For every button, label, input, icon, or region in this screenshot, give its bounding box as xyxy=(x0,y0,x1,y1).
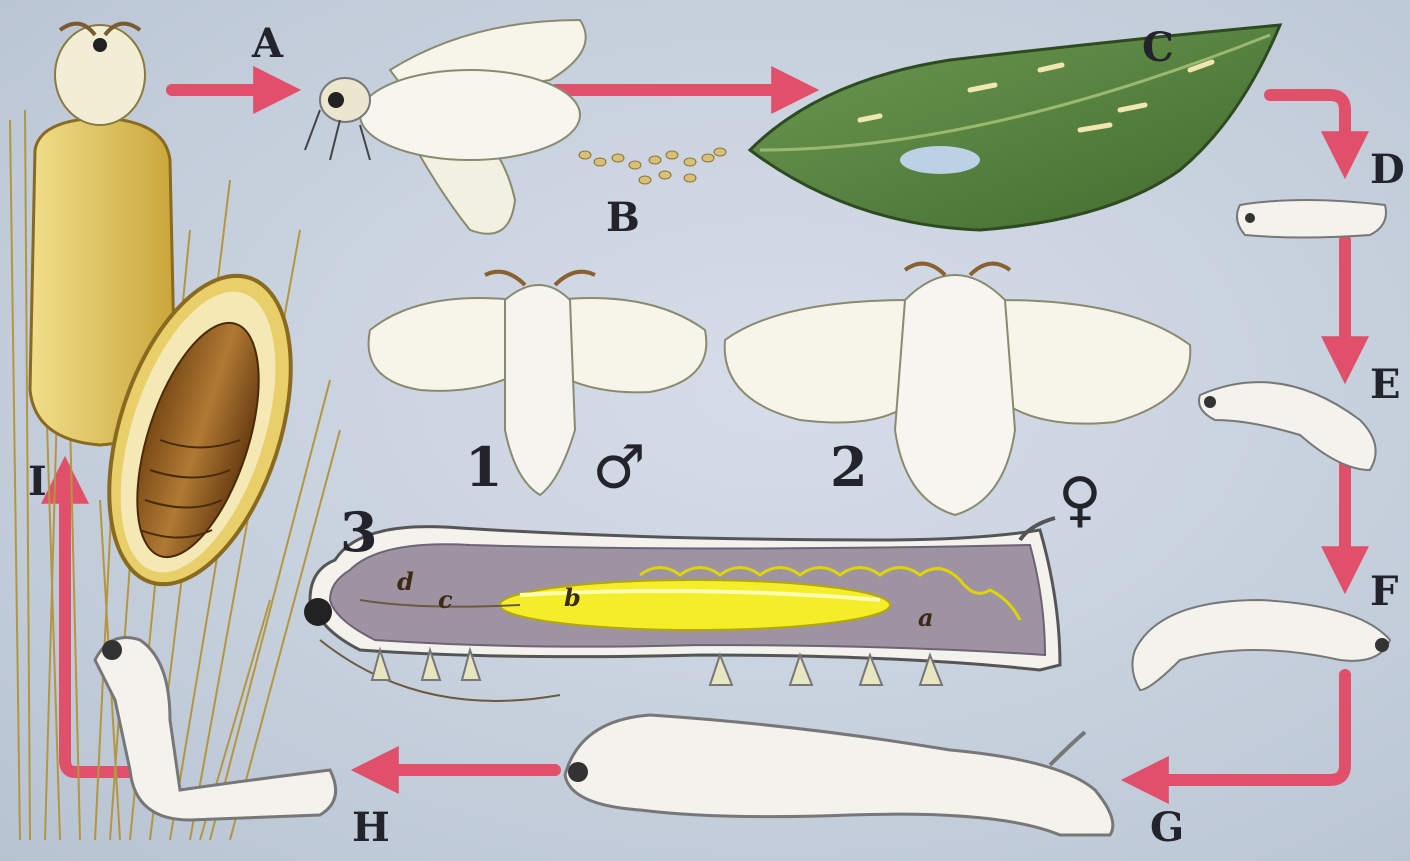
label-c: C xyxy=(1142,28,1174,68)
anatomy-label-b: b xyxy=(564,586,581,610)
larva-g xyxy=(565,715,1113,835)
label-a: A xyxy=(252,24,283,64)
anatomy-label-d: d xyxy=(397,570,414,594)
anatomy-label-c: c xyxy=(438,588,453,612)
label-h: H xyxy=(352,808,390,848)
label-figure-1: 1 xyxy=(465,440,503,494)
larva-anatomy-section xyxy=(304,518,1060,701)
larva-f xyxy=(1132,600,1390,690)
male-symbol: ♂ xyxy=(592,438,646,498)
label-figure-2: 2 xyxy=(830,440,868,494)
label-d: D xyxy=(1370,150,1405,190)
male-moth xyxy=(369,272,707,495)
arrow-g xyxy=(1140,675,1345,780)
arrow-d xyxy=(1270,95,1345,160)
mulberry-leaf xyxy=(750,25,1280,230)
label-e: E xyxy=(1370,365,1401,405)
larva-h xyxy=(95,638,336,821)
anatomy-label-a: a xyxy=(918,606,934,630)
label-b: B xyxy=(606,198,640,238)
label-i: I xyxy=(28,462,47,502)
label-g: G xyxy=(1150,808,1184,848)
moth-adult-a xyxy=(305,20,586,234)
female-moth xyxy=(725,264,1191,515)
larva-e xyxy=(1199,382,1376,470)
label-figure-3: 3 xyxy=(340,505,378,559)
female-symbol: ♀ xyxy=(1058,470,1102,530)
emerging-moth xyxy=(55,24,145,125)
label-f: F xyxy=(1370,572,1398,612)
eggs xyxy=(579,148,726,184)
larva-d xyxy=(1237,200,1386,238)
